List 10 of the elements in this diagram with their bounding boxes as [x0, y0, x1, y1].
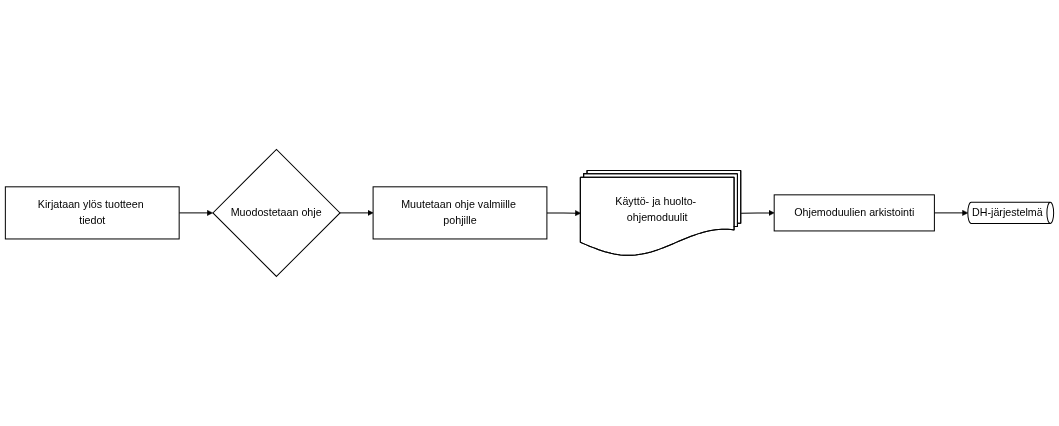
node-box: Kirjataan ylös tuotteen tiedot: [4, 186, 180, 240]
arrow: [546, 210, 581, 217]
arrow: [339, 210, 374, 216]
arrow: [178, 210, 213, 216]
node-box: Ohjemoduulien arkistointi: [773, 194, 935, 232]
node-text: DH-järjestelmä: [972, 206, 1043, 219]
node-diamond: Muodostetaan ohje: [212, 148, 341, 278]
node-box: Muutetaan ohje valmiille pohjille: [372, 186, 548, 240]
arrow: [933, 210, 969, 216]
arrow: [740, 210, 775, 216]
